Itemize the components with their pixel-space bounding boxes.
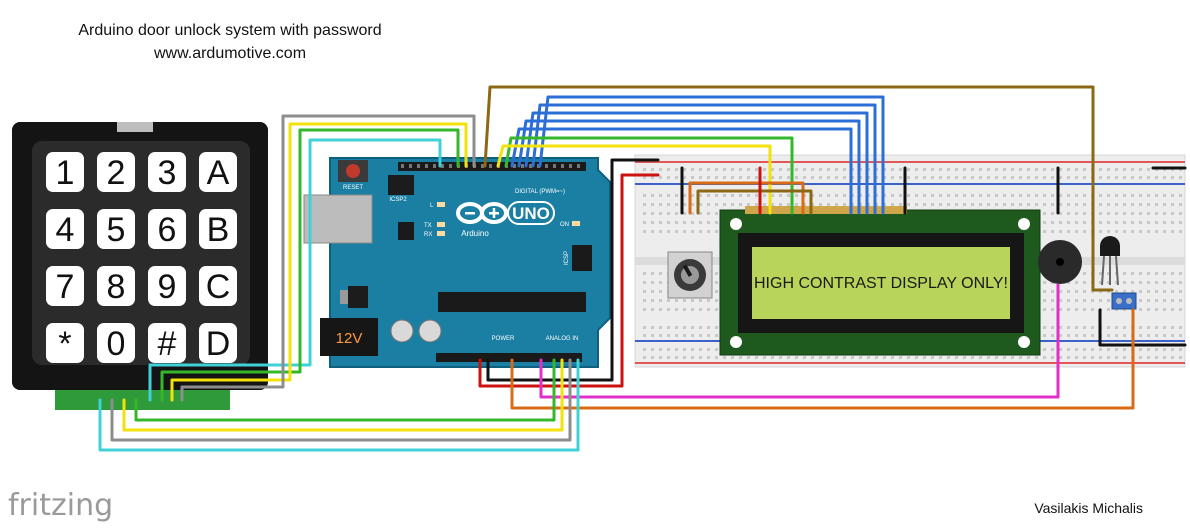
wire-black-tr <box>1098 308 1187 347</box>
keypad-key[interactable] <box>199 152 237 192</box>
wire-green-lcd <box>504 136 794 215</box>
icsp-header <box>572 245 592 271</box>
rx-label: RX <box>424 232 432 238</box>
keypad-key-label: 1 <box>56 154 75 192</box>
author-name: Vasilakis Michalis <box>1034 500 1143 516</box>
keypad-key[interactable] <box>148 209 186 249</box>
icsp-label: ICSP <box>564 251 570 265</box>
arduino-uno-board: 12V RESET ICSP2 DIGITAL (PWM=~) L TX RX … <box>303 157 611 368</box>
tx-label: TX <box>424 223 432 229</box>
keypad-key[interactable] <box>46 323 84 363</box>
wire-black-gnd <box>486 158 660 382</box>
arduino-brand-label: Arduino <box>461 229 489 238</box>
icsp2-label: ICSP2 <box>389 197 407 203</box>
uno-label: UNO <box>512 204 550 223</box>
lcd-display: HIGH CONTRAST DISPLAY ONLY! <box>719 206 1041 356</box>
capacitor-1 <box>390 319 414 343</box>
diagram-title: Arduino door unlock system with password <box>78 22 381 39</box>
keypad-key-label: A <box>207 154 230 192</box>
keypad-key[interactable] <box>46 152 84 192</box>
wire-cyan-left <box>98 358 580 452</box>
keypad-key-label: 0 <box>107 325 126 363</box>
wire-yellow-lcd <box>496 144 772 215</box>
wires <box>98 85 1187 452</box>
keypad-key[interactable] <box>199 323 237 363</box>
keypad-key-label: 4 <box>56 211 75 249</box>
wire-blue-1 <box>538 95 885 215</box>
keypad-tab <box>117 122 153 132</box>
wire-red-5v <box>478 173 660 388</box>
keypad-key[interactable] <box>148 323 186 363</box>
wire-yellow-top <box>170 122 468 402</box>
usb-connector <box>303 194 373 244</box>
on-led-label: ON <box>560 222 569 228</box>
keypad-key[interactable] <box>97 323 135 363</box>
wire-gray-left <box>110 358 572 442</box>
power-analog-header <box>436 353 582 362</box>
icsp2-header <box>388 175 414 195</box>
keypad-key[interactable] <box>97 266 135 306</box>
keypad-key-label: * <box>58 325 71 363</box>
wire-blue-2 <box>531 103 877 215</box>
power-jack-label: 12V <box>336 330 363 347</box>
l-led-label: L <box>430 203 434 209</box>
transistor <box>1100 236 1120 286</box>
keypad-key[interactable] <box>46 266 84 306</box>
capacitor-2 <box>418 319 442 343</box>
wire-green-top <box>160 128 460 402</box>
keypad-key[interactable] <box>199 266 237 306</box>
wire-magenta-buzzer <box>539 283 1060 399</box>
potentiometer[interactable] <box>667 251 713 299</box>
power-label: POWER <box>492 336 515 342</box>
wire-brown-lcd <box>696 189 813 215</box>
diagram-website: www.ardumotive.com <box>153 45 306 62</box>
keypad-key-label: B <box>207 211 230 249</box>
keypad-key[interactable] <box>148 152 186 192</box>
wire-green-left <box>134 358 556 422</box>
keypad-key-label: 3 <box>158 154 177 192</box>
uno-badge <box>507 201 555 225</box>
digital-label: DIGITAL (PWM=~) <box>515 189 565 195</box>
wire-gray-top <box>180 114 476 402</box>
keypad-key[interactable] <box>199 209 237 249</box>
fritzing-watermark: fritzing <box>8 488 113 523</box>
digital-header-pins <box>401 164 580 168</box>
arduino-logo-icon <box>456 202 508 224</box>
usb-chip <box>398 222 414 240</box>
power-jack <box>320 318 378 356</box>
wire-orange-tr <box>510 308 1135 410</box>
wire-blue-4 <box>517 119 861 215</box>
reset-label: RESET <box>343 185 363 191</box>
atmega-chip <box>438 292 586 312</box>
keypad-key[interactable] <box>97 152 135 192</box>
wire-orange-pot <box>688 181 805 215</box>
buzzer <box>1038 240 1082 284</box>
lcd-screen <box>752 247 1010 319</box>
keypad-key[interactable] <box>148 266 186 306</box>
voltage-regulator <box>348 286 368 308</box>
keypad-key-label: # <box>158 325 177 363</box>
lcd-text: HIGH CONTRAST DISPLAY ONLY! <box>754 275 1008 292</box>
wire-cyan-top <box>148 138 442 402</box>
keypad-key-label: 7 <box>56 268 75 306</box>
analog-label: ANALOG IN <box>546 336 579 342</box>
keypad-key-label: 2 <box>107 154 126 192</box>
wire-yellow-left <box>122 358 564 432</box>
screw-terminal <box>1111 292 1137 310</box>
keypad-key-label: C <box>206 268 231 306</box>
keypad-key-label: 5 <box>107 211 126 249</box>
reset-button[interactable] <box>346 164 360 178</box>
keypad-key[interactable] <box>97 209 135 249</box>
keypad-key-label: 6 <box>158 211 177 249</box>
wire-brown-buzzer <box>483 85 1114 292</box>
keypad-key[interactable] <box>46 209 84 249</box>
keypad-key-label: 9 <box>158 268 177 306</box>
keypad-key-label: D <box>206 325 231 363</box>
keypad-key-label: 8 <box>107 268 126 306</box>
lcd-header-pins <box>745 206 907 214</box>
